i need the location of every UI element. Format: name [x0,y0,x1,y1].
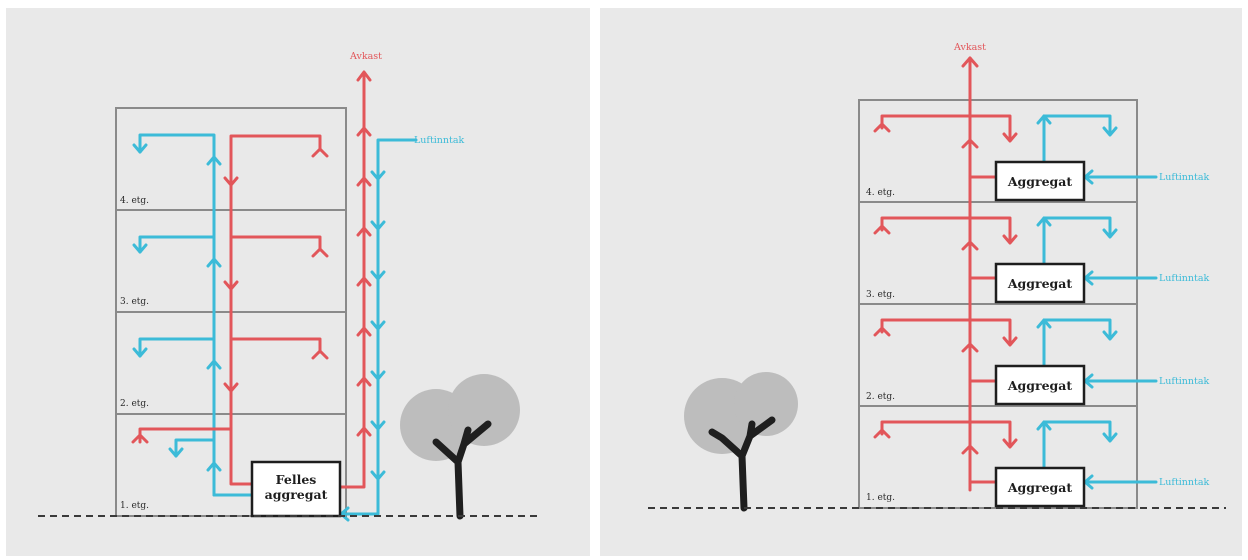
right-floor-label-3: 3. etg. [866,290,895,300]
unit-floor-4-label: Aggregat [1007,174,1073,189]
right-tree [684,372,798,512]
shared-unit-label-line2: aggregat [265,487,328,502]
right-intake-label-3: Luftinntak [1159,273,1210,284]
right-intake-label-4: Luftinntak [1159,172,1210,183]
left-floor-label-3: 3. etg. [120,297,149,307]
left-floor-label-2: 2. etg. [120,399,149,409]
unit-floor-4: Aggregat [994,160,1086,202]
left-floor-label-4: 4. etg. [120,196,149,206]
right-floor-3-ducts [873,216,1158,286]
right-floor-1-ducts [873,420,1158,490]
left-supply-ducts [132,133,418,522]
left-tree [400,374,520,520]
unit-floor-3-label: Aggregat [1007,276,1073,291]
right-floor-label-1: 1. etg. [866,493,895,503]
right-exhaust-riser [961,56,979,492]
unit-floor-1-label: Aggregat [1007,480,1073,495]
unit-floor-1: Aggregat [994,466,1086,508]
right-exhaust-label: Avkast [953,42,986,53]
right-floor-2-ducts [873,318,1158,389]
left-intake-label: Luftinntak [414,135,465,146]
unit-floor-2: Aggregat [994,364,1086,406]
shared-unit-label-line1: Felles [276,472,317,487]
shared-ventilation-unit: Felles aggregat [250,460,342,518]
right-floor-label-4: 4. etg. [866,188,895,198]
right-intake-label-1: Luftinntak [1159,477,1210,488]
right-intake-label-2: Luftinntak [1159,376,1210,387]
unit-floor-2-label: Aggregat [1007,378,1073,393]
right-floor-label-2: 2. etg. [866,392,895,402]
left-exhaust-label: Avkast [349,51,382,62]
unit-floor-3: Aggregat [994,262,1086,304]
left-exhaust-ducts [131,70,372,489]
left-floor-label-1: 1. etg. [120,501,149,511]
